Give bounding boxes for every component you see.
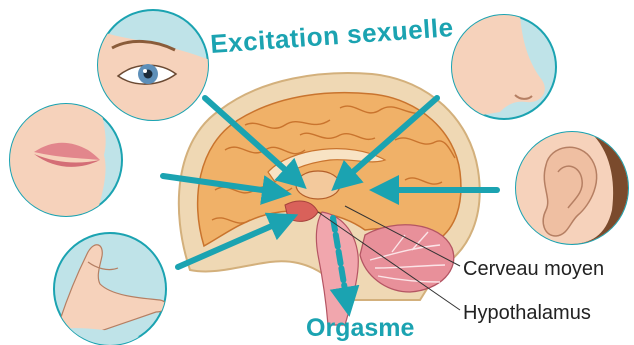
diagram-title: Excitation sexuelle (209, 12, 454, 59)
sense-nose (452, 15, 556, 120)
label-midbrain: Cerveau moyen (463, 258, 604, 280)
lips-icon (10, 104, 106, 216)
bottom-label-orgasm: Orgasme (306, 314, 414, 342)
sense-eye (98, 10, 210, 120)
brain-cross-section (179, 73, 480, 325)
sense-ear (516, 132, 628, 244)
sense-mouth (10, 104, 122, 216)
thalamus (296, 171, 340, 199)
label-hypothalamus: Hypothalamus (463, 302, 591, 324)
sense-touch (54, 233, 170, 345)
ear-icon (516, 132, 628, 244)
